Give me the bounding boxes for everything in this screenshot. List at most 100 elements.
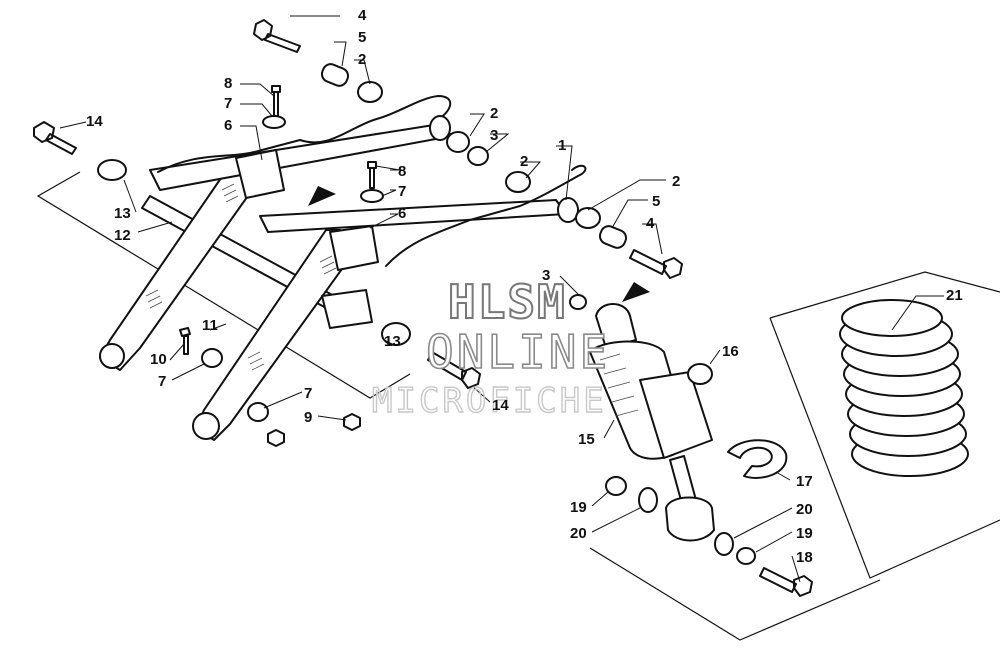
bushing-2-upper [357,81,383,103]
retainer-17 [727,439,788,479]
bolt-18 [759,567,813,597]
leader-lines [59,15,944,583]
shock-bottom-eye [665,496,715,542]
watermark-line2: ONLINE [426,325,610,379]
bolt-4-upper [253,19,301,53]
lower-mount-block [321,289,373,329]
callout-21: 21 [946,287,963,304]
nut-3-upper [467,146,489,166]
washer-20-right [714,532,734,556]
callout-2: 2 [358,51,366,68]
shock-top-eye [595,303,637,349]
guide-lines [36,171,1000,641]
callout-9: 9 [304,409,312,426]
spacer-5-upper [320,63,350,87]
callout-6: 6 [224,117,232,134]
callout-13: 13 [114,205,131,222]
shock-body [639,371,713,459]
washer-20-left [638,487,658,513]
crossbar-lower [259,199,567,233]
callout-3: 3 [490,127,498,144]
callout-7: 7 [398,183,406,200]
callout-5: 5 [358,29,366,46]
coil-8 [841,299,943,337]
bushing-13-right [381,322,411,346]
rail-right-eye [192,412,220,440]
callout-10: 10 [150,351,167,368]
bolt-10 [179,327,191,355]
callout-20: 20 [796,501,813,518]
washer-7-lower-a [201,348,223,368]
washer-7-lower-b [247,402,269,422]
spacer-5-lower [598,225,628,249]
arrow-marker-left [308,186,336,206]
bracket-left [235,149,285,199]
bushing-16 [687,363,713,385]
bolt-8-right [367,161,377,189]
callout-4: 4 [646,215,655,232]
callout-6: 6 [398,205,406,222]
wire-frame-lower [385,164,587,267]
bushing-19-left [605,476,627,496]
callout-16: 16 [722,343,739,360]
callout-8: 8 [398,163,406,180]
arrow-marker-right [622,282,650,302]
shock-coil-marks [599,353,639,417]
bushing-19-right [736,547,756,565]
bushing-2-lower [575,207,601,229]
callout-11: 11 [202,317,218,334]
callout-1: 1 [558,137,566,154]
callout-7: 7 [304,385,312,402]
crossbar-upper [149,123,453,191]
hatch-right-upper [319,255,337,275]
callout-2: 2 [520,153,528,170]
shock-absorber-15 [569,282,715,542]
rail-left [99,161,263,371]
callout-19: 19 [796,525,813,542]
lower-shock-hardware [605,439,813,597]
upper-right-bushings [446,131,683,279]
tube-end-lower [557,197,579,223]
hatch-left-lower [145,289,163,309]
nut-9-left [267,429,285,447]
watermark: HLSM ONLINE MICROFICHE [371,274,610,422]
callout-5: 5 [652,193,660,210]
callout-13: 13 [384,333,401,350]
bushing-13-left [97,159,127,181]
callout-7: 7 [158,373,166,390]
callout-19: 19 [570,499,587,516]
callout-8: 8 [224,75,232,92]
bracket-right [329,225,379,271]
callout-12: 12 [114,227,131,244]
bushing-2-right [505,171,531,193]
bolt-14-right [427,351,481,389]
hatch-left-upper [221,183,239,203]
nut-9-right [343,413,361,431]
bolt-4-lower [629,249,683,279]
nut-3-shock [569,294,587,310]
rail-tube-1 [157,95,587,267]
small-hardware [179,85,384,447]
hatch-right-lower [247,351,265,371]
bolt-14-left [33,121,77,155]
upper-bolt-assembly [253,19,383,103]
bushing-2-mid [446,131,470,153]
callout-2: 2 [672,173,680,190]
callout-18: 18 [796,549,813,566]
watermark-line3: MICROFICHE [372,381,607,421]
callout-3: 3 [542,267,550,284]
tube-end-upper [429,115,451,141]
wire-frame-upper [157,95,452,173]
watermark-line1: HLSM [448,275,567,329]
callout-15: 15 [578,431,595,448]
callout-14: 14 [86,113,103,130]
callout-4: 4 [358,7,367,24]
swing-arm-11 [99,123,567,441]
bolt-8-left [271,85,281,117]
rail-left-eye [99,343,125,369]
callout-labels: 4 5 2 8 7 6 14 2 3 2 1 8 7 6 13 12 2 5 4… [86,7,963,566]
callout-17: 17 [796,473,813,490]
washer-7-right [360,189,384,203]
